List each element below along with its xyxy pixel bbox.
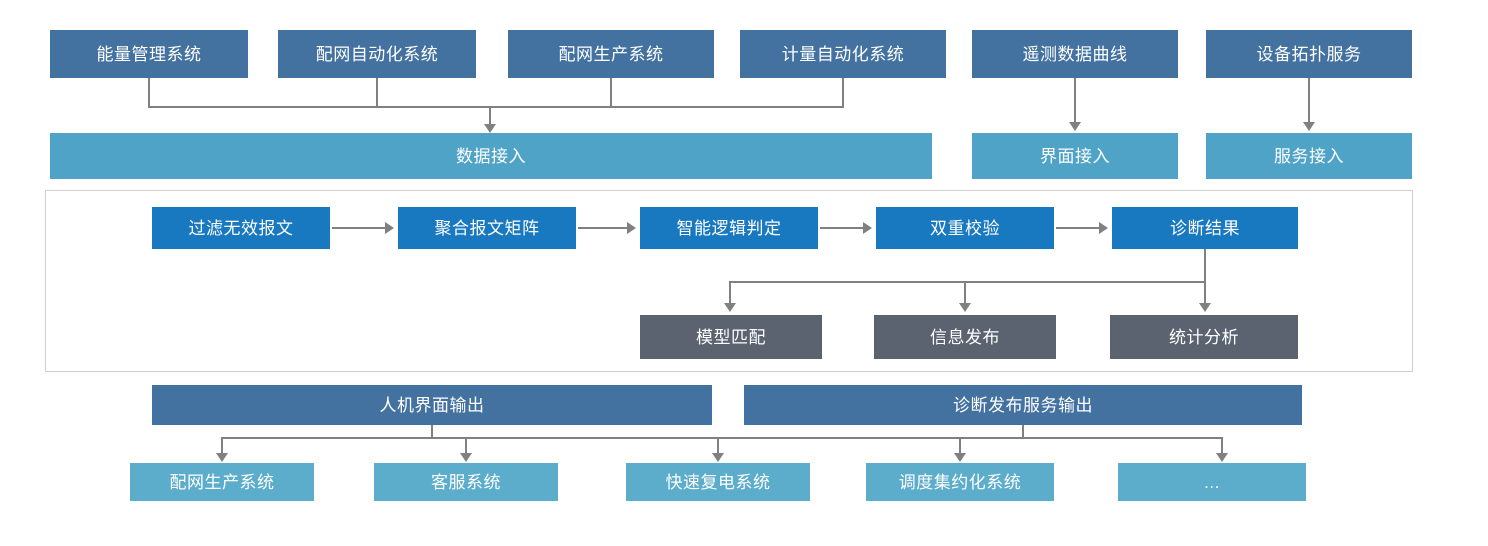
connector-bus-to-consumer-1 <box>221 437 223 455</box>
process-box-double-verification[interactable]: 双重校验 <box>876 207 1054 249</box>
arrow-down-to-consumer-4 <box>954 453 966 462</box>
connector-hmi-drop <box>431 425 433 438</box>
arrow-right-process-1-2 <box>385 222 394 234</box>
connector-telemetry-to-ui-access <box>1074 78 1076 124</box>
consumer-box-more[interactable]: ... <box>1118 463 1306 501</box>
connector-service-drop <box>1022 425 1024 438</box>
arrow-right-process-3-4 <box>863 222 872 234</box>
connector-source1-stub <box>148 78 150 108</box>
arrow-right-process-2-3 <box>627 222 636 234</box>
arrow-down-to-consumer-3 <box>712 453 724 462</box>
source-box-telemetry-curve[interactable]: 遥测数据曲线 <box>972 30 1178 78</box>
connector-process-4-5 <box>1056 227 1100 229</box>
connector-process-2-3 <box>578 227 628 229</box>
connector-branch-to-model-match <box>729 281 731 305</box>
connector-process-3-4 <box>820 227 864 229</box>
arrow-down-to-info-publish <box>959 303 971 312</box>
access-bar-ui[interactable]: 界面接入 <box>972 133 1178 179</box>
result-box-info-publishing[interactable]: 信息发布 <box>874 315 1056 359</box>
connector-source3-stub <box>610 78 612 108</box>
arrow-down-to-consumer-5 <box>1216 453 1228 462</box>
output-bar-hmi[interactable]: 人机界面输出 <box>152 385 712 425</box>
consumer-box-dispatch-intensive[interactable]: 调度集约化系统 <box>866 463 1054 501</box>
source-box-distribution-automation[interactable]: 配网自动化系统 <box>278 30 476 78</box>
connector-branch-to-info-publish <box>964 281 966 305</box>
consumer-box-distribution-production[interactable]: 配网生产系统 <box>130 463 314 501</box>
connector-topology-to-service-access <box>1308 78 1310 124</box>
access-bar-service[interactable]: 服务接入 <box>1206 133 1412 179</box>
connector-diagnosis-branch-bus <box>729 281 1206 283</box>
connector-bus-to-consumer-3 <box>717 437 719 455</box>
connector-output-bus <box>221 437 1222 439</box>
arrow-down-to-consumer-1 <box>216 453 228 462</box>
arrow-down-to-statistics <box>1199 303 1211 312</box>
connector-bus-to-consumer-5 <box>1221 437 1223 455</box>
arrow-down-to-data-access <box>484 124 496 133</box>
arrow-right-process-4-5 <box>1099 222 1108 234</box>
result-box-model-matching[interactable]: 模型匹配 <box>640 315 822 359</box>
result-box-statistical-analysis[interactable]: 统计分析 <box>1110 315 1298 359</box>
connector-bus-to-consumer-4 <box>959 437 961 455</box>
source-box-distribution-production[interactable]: 配网生产系统 <box>508 30 714 78</box>
source-box-metering-automation[interactable]: 计量自动化系统 <box>740 30 946 78</box>
process-box-intelligent-logic-decision[interactable]: 智能逻辑判定 <box>640 207 818 249</box>
source-box-device-topology-service[interactable]: 设备拓扑服务 <box>1206 30 1412 78</box>
arrow-down-to-ui-access <box>1069 122 1081 131</box>
connector-source4-stub <box>842 78 844 108</box>
access-bar-data[interactable]: 数据接入 <box>50 133 932 179</box>
connector-diagnosis-drop <box>1204 249 1206 282</box>
consumer-box-customer-service[interactable]: 客服系统 <box>374 463 558 501</box>
output-bar-diagnosis-service[interactable]: 诊断发布服务输出 <box>744 385 1302 425</box>
connector-source-bus <box>148 106 844 108</box>
connector-process-1-2 <box>332 227 386 229</box>
process-box-filter-invalid-messages[interactable]: 过滤无效报文 <box>152 207 330 249</box>
arrow-down-to-service-access <box>1303 122 1315 131</box>
process-box-diagnosis-result[interactable]: 诊断结果 <box>1112 207 1298 249</box>
connector-bus-to-consumer-2 <box>465 437 467 455</box>
arrow-down-to-consumer-2 <box>460 453 472 462</box>
connector-source2-stub <box>376 78 378 108</box>
process-box-aggregate-message-matrix[interactable]: 聚合报文矩阵 <box>398 207 576 249</box>
connector-bus-to-data-access <box>489 106 491 126</box>
consumer-box-rapid-restoration[interactable]: 快速复电系统 <box>626 463 810 501</box>
source-box-energy-management[interactable]: 能量管理系统 <box>50 30 248 78</box>
arrow-down-to-model-match <box>724 303 736 312</box>
connector-branch-to-statistics <box>1204 281 1206 305</box>
